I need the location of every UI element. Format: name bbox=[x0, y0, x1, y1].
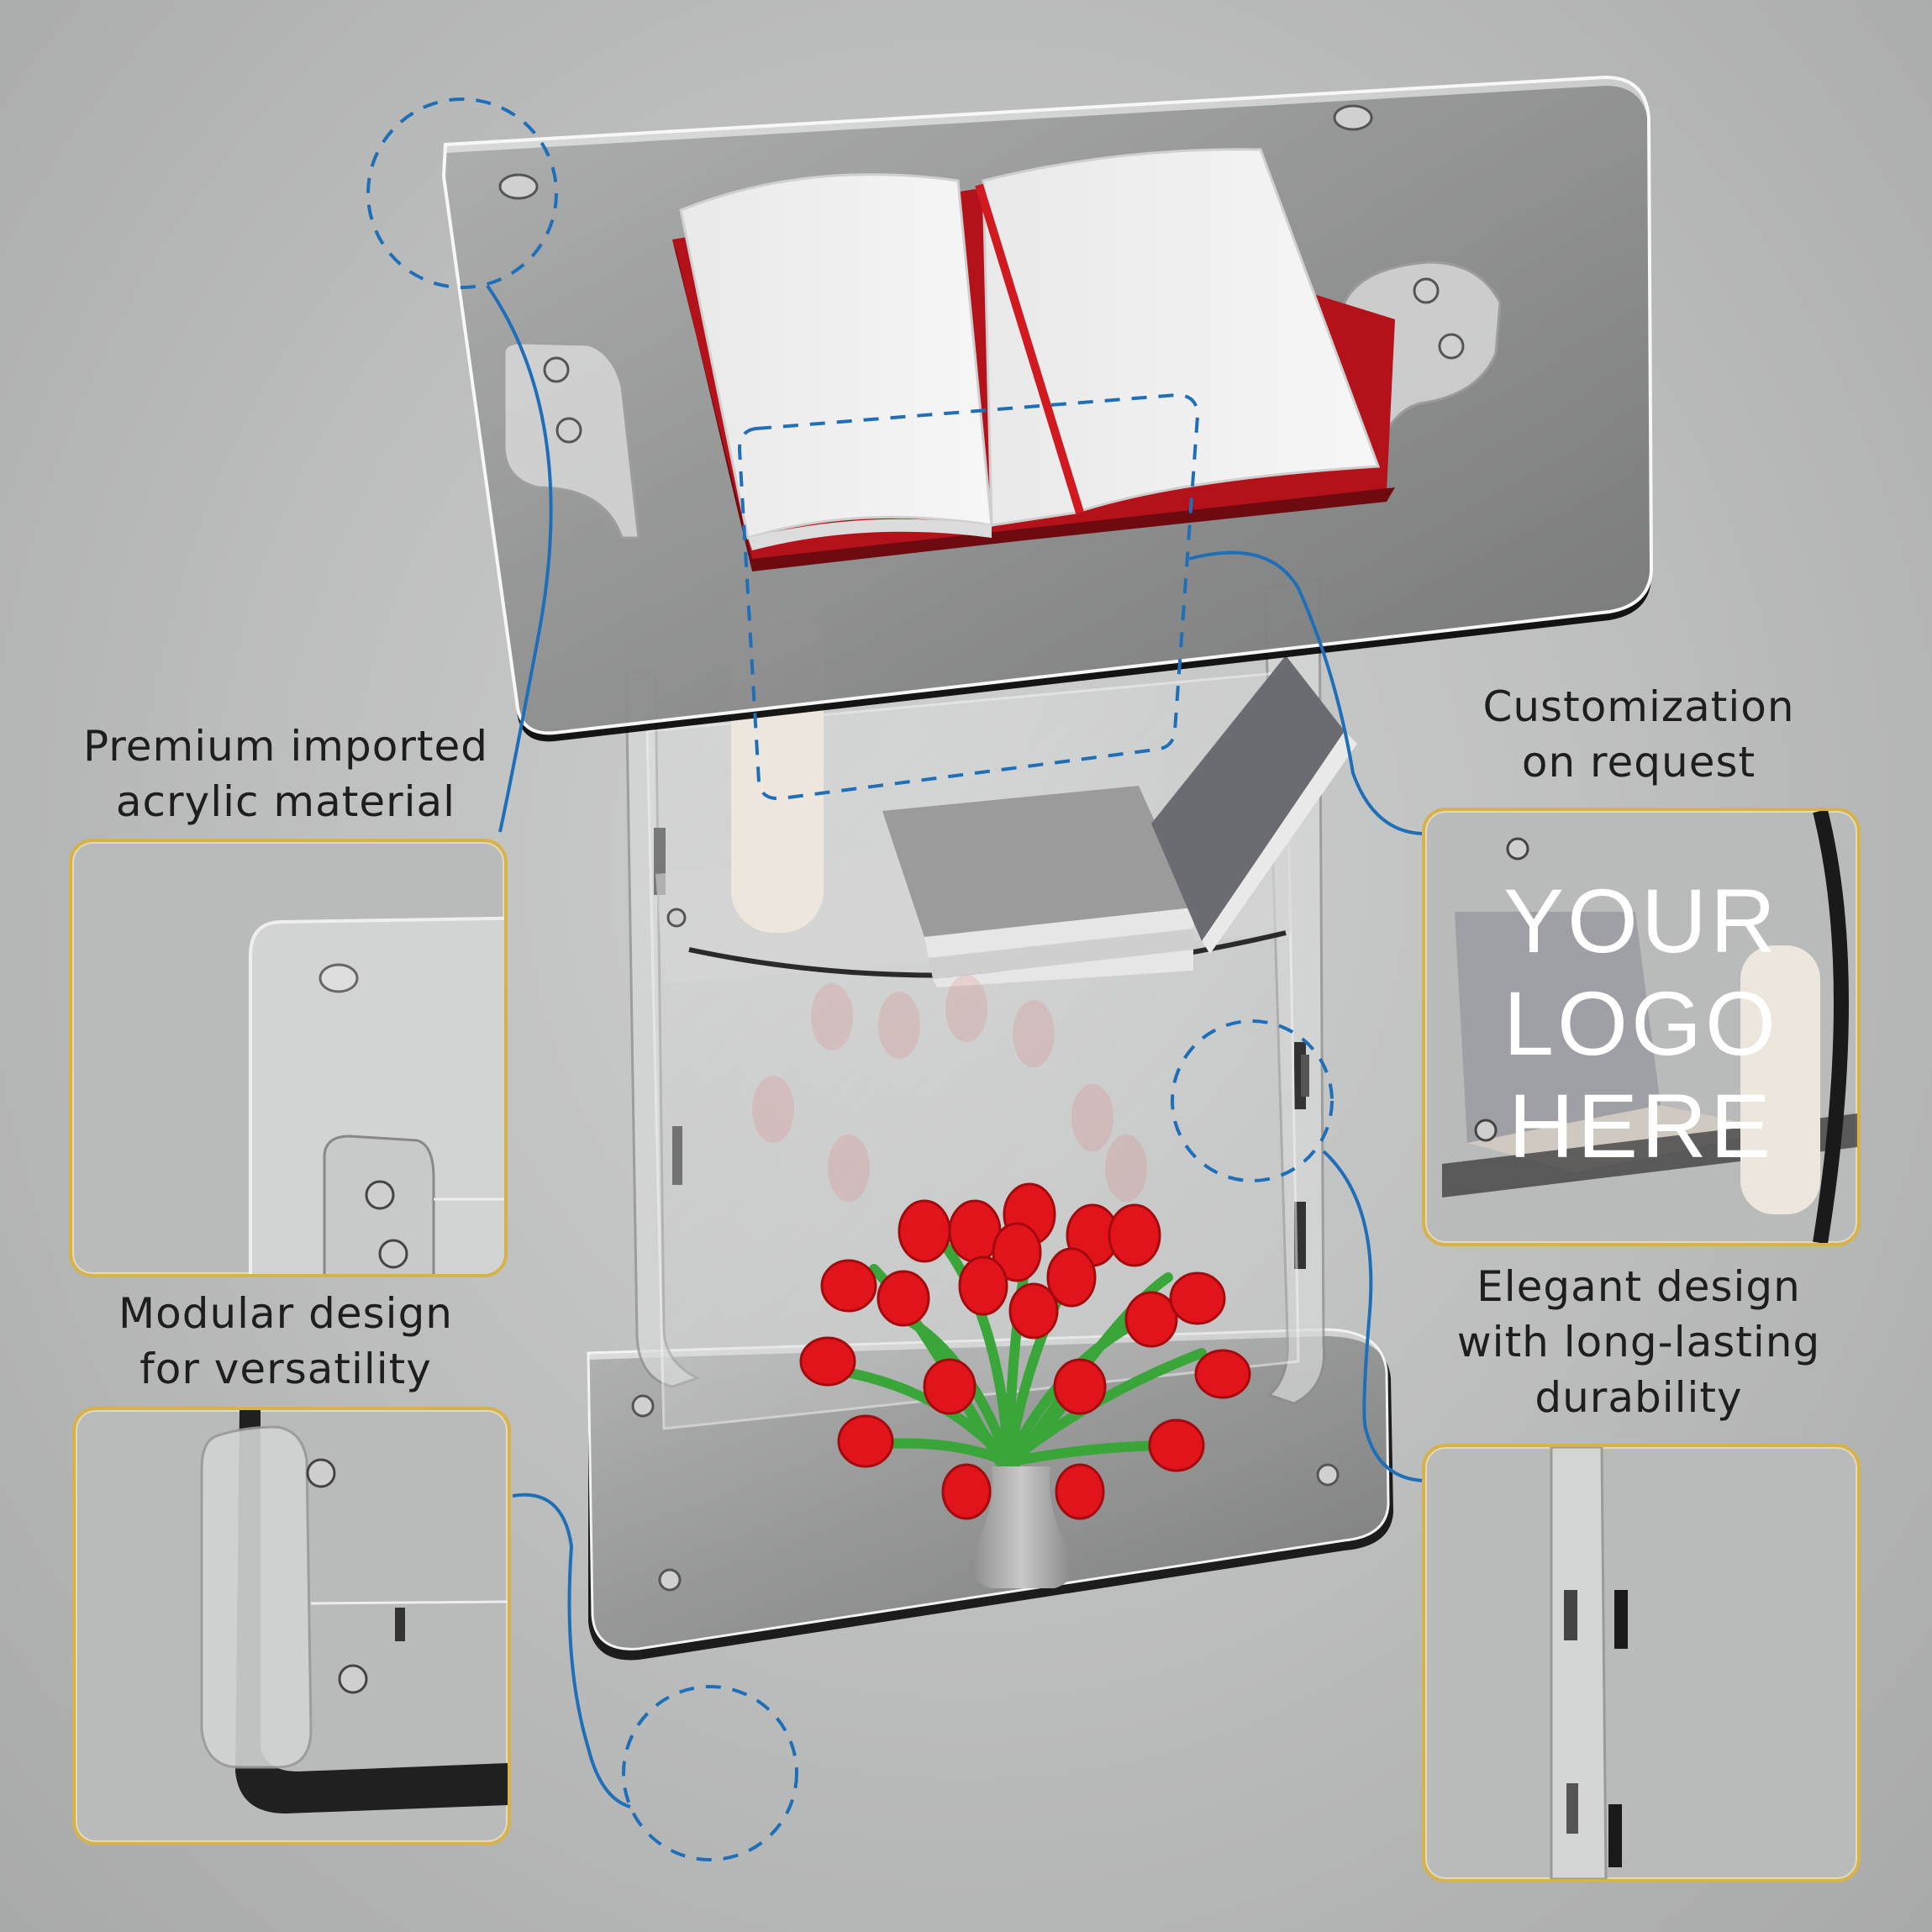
callout-durable-label: Elegant design with long-lasting durabil… bbox=[1387, 1259, 1891, 1425]
callout-lines bbox=[486, 284, 1425, 1808]
callout-modular-line1: Modular design bbox=[118, 1289, 453, 1338]
book-stack bbox=[882, 655, 1357, 987]
highlight-circle-side bbox=[1171, 1019, 1334, 1182]
callout-durable-line3: durability bbox=[1535, 1373, 1743, 1422]
callout-material-line2: acrylic material bbox=[115, 777, 456, 826]
callout-modular-line2: for versatility bbox=[140, 1345, 432, 1393]
modular-closeup-art bbox=[200, 1410, 508, 1814]
callout-durable-line1: Elegant design bbox=[1477, 1262, 1801, 1311]
highlight-circle-top bbox=[366, 97, 558, 289]
inset-modular-closeup bbox=[72, 1407, 511, 1845]
screw-icon bbox=[498, 104, 1465, 1592]
callout-custom-line2: on request bbox=[1521, 738, 1756, 787]
callout-material-line1: Premium imported bbox=[83, 722, 488, 771]
highlight-circle-base bbox=[622, 1685, 798, 1861]
inset-material-closeup bbox=[69, 839, 508, 1277]
tulip-reflection bbox=[752, 975, 1147, 1202]
callout-durable-line2: with long-lasting bbox=[1456, 1318, 1821, 1366]
callout-modular-label: Modular design for versatility bbox=[34, 1286, 538, 1397]
tulip-vase bbox=[799, 1182, 1251, 1588]
logo-line3: HERE bbox=[1508, 1075, 1775, 1177]
logo-line2: LOGO bbox=[1503, 972, 1780, 1074]
material-closeup-art bbox=[249, 916, 504, 1274]
callout-custom-line1: Customization bbox=[1482, 682, 1795, 731]
customization-highlight bbox=[737, 392, 1200, 801]
logo-line1: YOUR bbox=[1503, 870, 1780, 971]
callout-material-label: Premium imported acrylic material bbox=[34, 719, 538, 829]
durability-closeup-art bbox=[1550, 1447, 1628, 1879]
logo-closeup-art bbox=[1442, 811, 1857, 1243]
inset-durability-closeup bbox=[1422, 1444, 1861, 1882]
inset-logo-closeup: YOUR LOGO HERE bbox=[1422, 808, 1861, 1246]
callout-custom-label: Customization on request bbox=[1387, 679, 1891, 790]
logo-placeholder-text: YOUR LOGO HERE bbox=[1425, 870, 1857, 1177]
